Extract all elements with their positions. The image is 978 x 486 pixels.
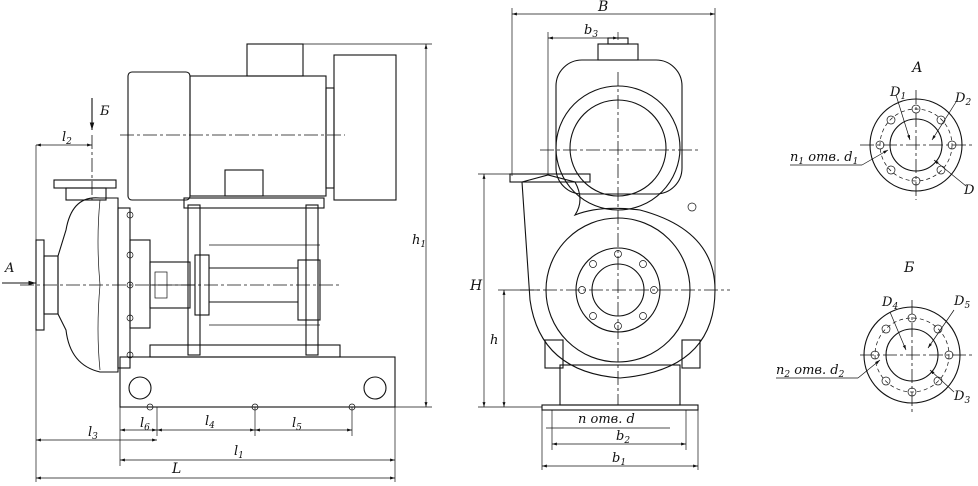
dim-b2-label: b2 bbox=[616, 429, 630, 446]
support-post bbox=[305, 204, 319, 356]
flange-b-holes-label: n2 отв. d2 bbox=[776, 363, 845, 380]
dim-b3-label: b3 bbox=[584, 23, 598, 40]
pedestal-bracket bbox=[681, 339, 701, 369]
flange-a-outer bbox=[869, 98, 963, 192]
dim-l1-label: l1 bbox=[234, 444, 244, 461]
dim-l4-label: l4 bbox=[205, 414, 215, 431]
casing-cover bbox=[545, 217, 691, 363]
coupling-half bbox=[297, 259, 321, 321]
pedestal-bracket bbox=[544, 339, 564, 369]
base-foot bbox=[541, 404, 699, 411]
flange-bolt bbox=[126, 351, 134, 359]
flange-a-holes-label: n1 отв. d1 bbox=[790, 150, 858, 167]
dim-D-label: D bbox=[963, 183, 975, 198]
side-view: A Б l2 h1 l6 l4 l5 l3 l1 L bbox=[2, 43, 432, 482]
volute-casing bbox=[521, 174, 716, 379]
coupling-half bbox=[194, 254, 210, 316]
casing-flange bbox=[117, 207, 131, 369]
motor-flange bbox=[325, 87, 335, 189]
motor-end bbox=[555, 85, 681, 211]
motor-bracket bbox=[183, 197, 325, 209]
dim-L-label: L bbox=[171, 461, 181, 477]
dim-D5-label: D5 bbox=[953, 294, 970, 311]
pump-casing bbox=[57, 197, 119, 373]
flange-bolt bbox=[126, 211, 134, 219]
dim-D3-label: D3 bbox=[953, 389, 970, 406]
discharge-nozzle bbox=[65, 187, 107, 201]
terminal-box bbox=[246, 43, 304, 77]
flange-a-bolt-circle bbox=[879, 108, 953, 182]
inlet-flange-outer bbox=[575, 247, 661, 333]
anchor-hole bbox=[146, 403, 154, 411]
dim-H-label: H bbox=[469, 278, 483, 294]
flange-b-title: Б bbox=[903, 260, 914, 276]
flange-b-outer bbox=[863, 306, 961, 404]
casing-contour bbox=[97, 199, 101, 371]
dim-D2-label: D2 bbox=[954, 91, 971, 108]
support-post bbox=[187, 204, 201, 356]
flange-a-bore bbox=[889, 118, 943, 172]
baseplate bbox=[119, 356, 396, 408]
flange-b-view: Б D4 D5 D3 n2 отв. d2 bbox=[776, 260, 972, 412]
lifting-hole bbox=[363, 376, 387, 400]
discharge-flange bbox=[53, 179, 117, 189]
dim-l3-label: l3 bbox=[88, 425, 98, 442]
motor-body bbox=[189, 75, 327, 197]
dim-B-label: B bbox=[597, 0, 608, 15]
flange-a-view: А D1 D2 D n1 отв. d1 bbox=[790, 60, 975, 200]
motor-fan-cover bbox=[333, 54, 397, 201]
terminal-box bbox=[597, 43, 639, 61]
inlet-arrow-label: A bbox=[4, 261, 14, 276]
vent-plug bbox=[687, 202, 697, 212]
holes-label: n отв. d bbox=[578, 412, 635, 427]
discharge-flange bbox=[509, 173, 591, 183]
inlet-flange-bolts bbox=[578, 250, 658, 330]
fan-grille bbox=[569, 99, 667, 197]
dim-b1-label: b1 bbox=[612, 451, 626, 468]
dim-D4-label: D4 bbox=[881, 295, 898, 312]
flange-b-bolt-circle bbox=[874, 317, 950, 393]
pump-pedestal bbox=[559, 364, 681, 406]
dim-l6-label: l6 bbox=[140, 416, 150, 433]
motor-foot bbox=[224, 169, 264, 197]
dim-l2-label: l2 bbox=[62, 130, 72, 147]
outlet-arrow-label: Б bbox=[99, 104, 110, 119]
lifting-hole bbox=[128, 376, 152, 400]
dim-h-label: h bbox=[490, 333, 498, 348]
motor-end-cap bbox=[127, 71, 191, 201]
inlet-bore bbox=[591, 263, 645, 317]
dim-l5-label: l5 bbox=[292, 416, 302, 433]
dim-h1-label: h1 bbox=[412, 233, 426, 250]
flange-b-bore bbox=[885, 328, 939, 382]
flange-a-title: А bbox=[911, 60, 923, 76]
front-view: B b3 H h n отв. d b2 b1 bbox=[469, 0, 730, 470]
dim-D1-label: D1 bbox=[889, 85, 906, 102]
